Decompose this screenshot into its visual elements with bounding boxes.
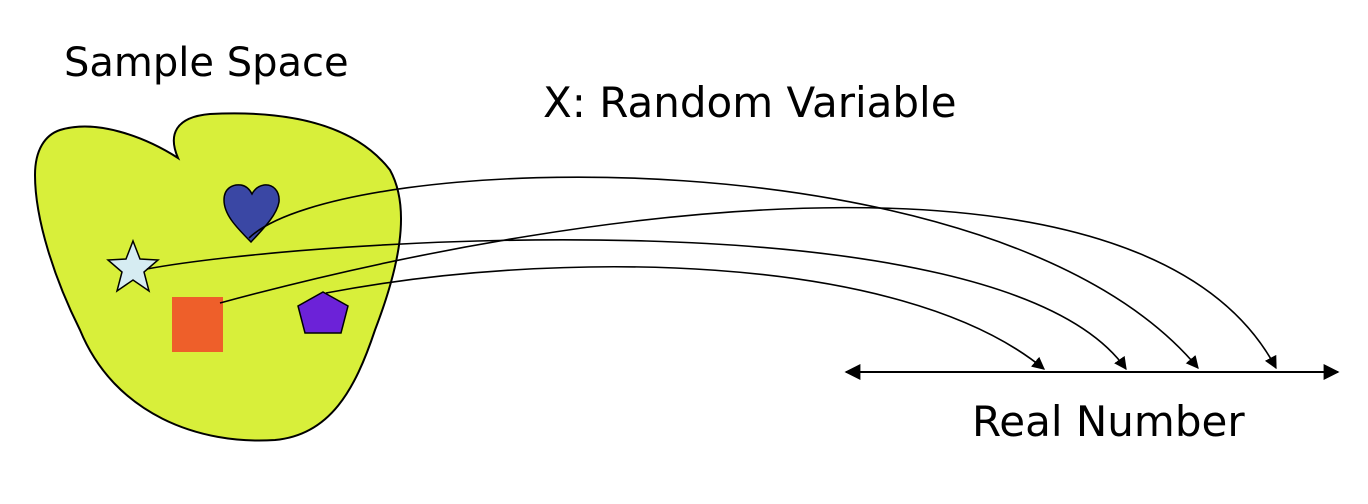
square-icon [172, 297, 223, 352]
mapping-arrow-square [219, 206, 1277, 370]
sample-space-region [33, 112, 403, 442]
mapping-arrow-heart [248, 176, 1199, 369]
heart-icon [223, 184, 280, 244]
sample-space-label: Sample Space [64, 40, 349, 86]
real-number-label: Real Number [972, 397, 1245, 446]
mapping-arrow-pentagon [325, 266, 1045, 370]
mapping-arrow-star [146, 239, 1127, 371]
random-variable-label: X: Random Variable [543, 78, 957, 127]
star-icon [106, 238, 160, 293]
pentagon-icon [297, 291, 349, 334]
